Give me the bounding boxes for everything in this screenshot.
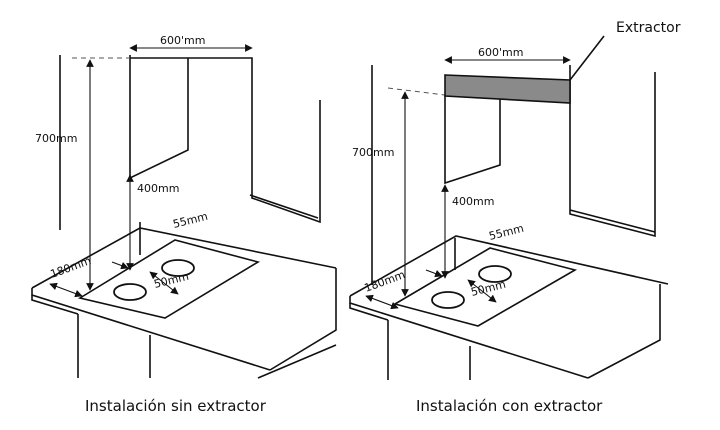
left-clearance-label: 400mm (137, 182, 179, 195)
left-burner-label: 50mm (153, 270, 191, 291)
left-countertop (31, 227, 337, 379)
left-cabinets (59, 55, 321, 255)
right-clearance-label: 400mm (452, 195, 494, 208)
right-cooktop (392, 247, 578, 327)
extractor-hood (444, 35, 605, 104)
left-depth-label: 180mm (49, 254, 93, 281)
left-burner-front (113, 283, 147, 301)
extractor-body (444, 74, 571, 104)
extractor-label: Extractor (616, 20, 681, 36)
right-width-label: 600'mm (478, 46, 523, 59)
right-countertop (349, 235, 669, 380)
right-burner-front (431, 291, 465, 309)
left-dimensions: 600'mm 700mm 400mm 55mm 50mm 180mm (35, 34, 253, 298)
left-height-label: 700mm (35, 132, 77, 145)
left-caption: Instalación sin extractor (85, 397, 267, 415)
right-height-label: 700mm (352, 146, 394, 159)
right-panel: Extractor 600'mm 700mm 400mm 55mm (349, 20, 681, 415)
left-panel: 600'mm 700mm 400mm 55mm 50mm 180mm Insta… (31, 34, 337, 415)
left-side-label: 55mm (172, 210, 210, 231)
right-cabinets (371, 65, 656, 285)
right-caption: Instalación con extractor (416, 397, 603, 415)
left-cooktop (77, 239, 261, 319)
right-side-label: 55mm (488, 222, 526, 243)
left-width-label: 600'mm (160, 34, 205, 47)
right-depth-label: 180mm (363, 268, 407, 295)
